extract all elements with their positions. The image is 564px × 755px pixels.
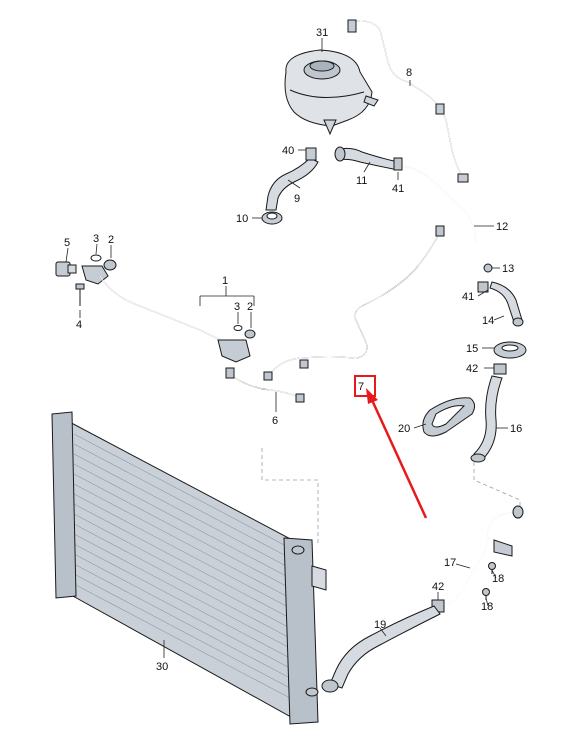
callout-42-upper: 42 xyxy=(466,363,478,375)
hose-11[interactable] xyxy=(334,146,403,171)
callout-8: 8 xyxy=(406,67,412,79)
radiator-30[interactable] xyxy=(51,411,327,725)
leader-lines xyxy=(65,38,508,658)
callout-13: 13 xyxy=(502,263,514,275)
reference-lines xyxy=(261,448,521,544)
grommet-10[interactable] xyxy=(261,211,283,225)
o-ring-3-left[interactable] xyxy=(90,254,102,262)
o-ring-3-center[interactable] xyxy=(233,325,243,331)
callout-5: 5 xyxy=(64,237,70,249)
clamp-41-lower[interactable] xyxy=(477,281,489,293)
callout-4: 4 xyxy=(76,319,82,331)
callout-15: 15 xyxy=(466,343,478,355)
pipe-17[interactable] xyxy=(447,505,524,605)
callout-9: 9 xyxy=(294,193,300,205)
hose-9[interactable] xyxy=(265,147,319,211)
radiator-core-fins xyxy=(73,433,291,699)
callout-20: 20 xyxy=(398,423,410,435)
bolt-13[interactable] xyxy=(483,263,493,273)
pipe-7[interactable] xyxy=(263,225,445,381)
callout-6: 6 xyxy=(272,415,278,427)
callout-41-upper: 41 xyxy=(392,183,404,195)
expansion-tank[interactable] xyxy=(284,49,379,136)
highlight-marker xyxy=(354,375,428,519)
callout-1: 1 xyxy=(222,275,228,287)
bolt-18-upper[interactable] xyxy=(488,562,496,575)
highlight-arrow-head xyxy=(366,388,378,404)
seal-2-left[interactable] xyxy=(103,259,117,271)
callout-12: 12 xyxy=(496,221,508,233)
hose-19[interactable] xyxy=(321,605,441,693)
callout-31: 31 xyxy=(316,27,328,39)
callout-11: 11 xyxy=(356,175,367,187)
callout-16: 16 xyxy=(510,423,522,435)
callout-19: 19 xyxy=(374,619,386,631)
callout-18-upper: 18 xyxy=(492,573,504,585)
callout-7: 7 xyxy=(358,381,364,393)
pipe-1[interactable] xyxy=(99,275,235,347)
pipe-12[interactable] xyxy=(403,165,477,276)
seal-15[interactable] xyxy=(493,341,527,359)
callout-3-center: 3 xyxy=(234,301,240,313)
callout-numbers: 31 8 40 9 10 11 41 12 13 41 14 15 42 5 3… xyxy=(64,27,522,673)
bolt-18-lower[interactable] xyxy=(482,588,490,601)
bolt-4[interactable] xyxy=(75,283,85,306)
highlight-box xyxy=(354,375,376,397)
sensor-5[interactable] xyxy=(55,261,77,277)
callout-3-left: 3 xyxy=(93,233,99,245)
hose-16[interactable] xyxy=(470,375,503,463)
gasket-20[interactable] xyxy=(422,397,476,437)
callout-40: 40 xyxy=(282,145,294,157)
hose-6[interactable] xyxy=(225,367,305,403)
seal-2-center[interactable] xyxy=(244,329,256,339)
callout-14: 14 xyxy=(482,315,494,327)
overflow-hose[interactable] xyxy=(347,19,469,183)
fitting-center[interactable] xyxy=(217,339,251,363)
callout-18-lower: 18 xyxy=(481,601,493,613)
callout-41-lower: 41 xyxy=(462,291,474,303)
clamp-42-upper[interactable] xyxy=(493,363,507,375)
callout-2-left: 2 xyxy=(108,234,114,246)
clamp-41-upper[interactable] xyxy=(393,157,403,171)
callout-17: 17 xyxy=(444,557,456,569)
callout-30: 30 xyxy=(156,661,168,673)
callout-2-center: 2 xyxy=(247,301,253,313)
callout-42-lower: 42 xyxy=(432,581,444,593)
callout-10: 10 xyxy=(236,213,248,225)
highlight-arrow xyxy=(370,399,428,519)
hose-14[interactable] xyxy=(489,281,524,327)
